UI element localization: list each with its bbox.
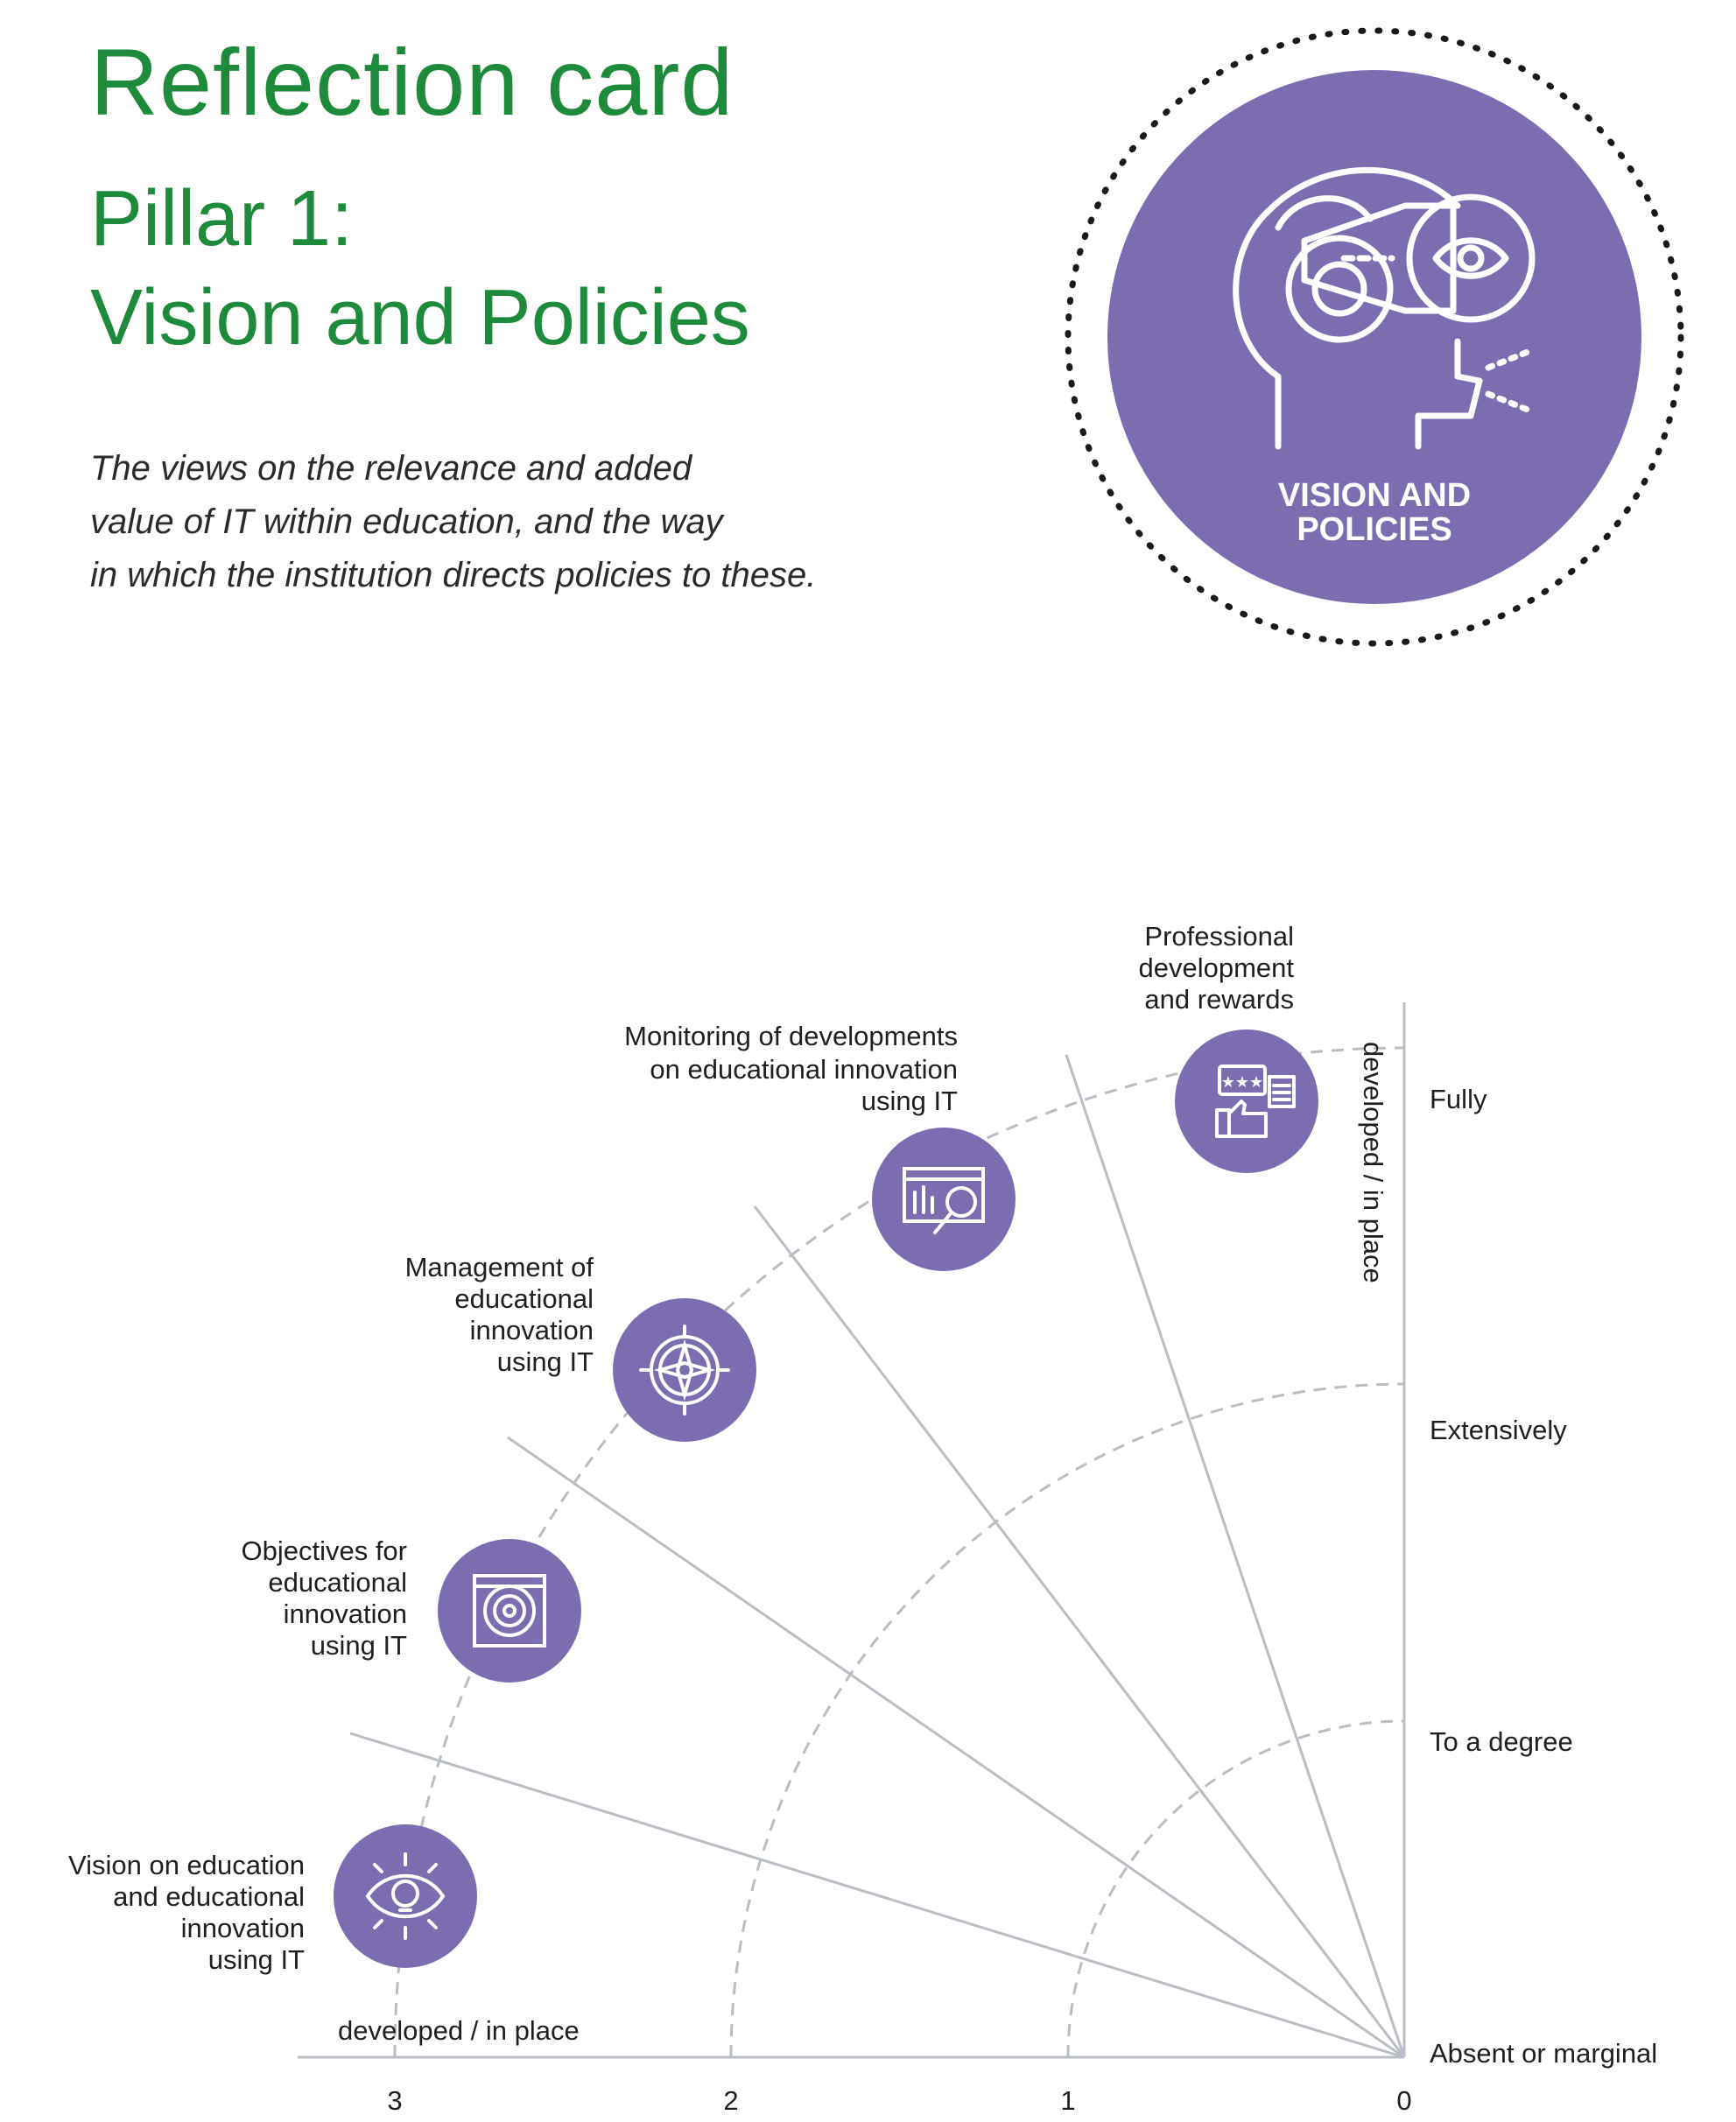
theme-circle: [613, 1298, 756, 1442]
level-label-fully: Fully: [1430, 1084, 1487, 1114]
theme-label-line: and rewards: [1144, 984, 1294, 1015]
intro-line: in which the institution directs policie…: [90, 556, 817, 594]
theme-label-line: using IT: [497, 1346, 594, 1377]
theme-management: Management of educational innovation usi…: [405, 1252, 756, 1442]
badge-label-line2: POLICIES: [1297, 511, 1451, 548]
theme-label-line: Professional: [1144, 921, 1294, 952]
thumbs-up-rating-icon: ★★★: [1215, 1065, 1296, 1138]
theme-label-line: educational: [454, 1283, 594, 1314]
theme-circle: [1175, 1029, 1318, 1173]
theme-label-line: innovation: [284, 1599, 407, 1629]
head-with-telescope-eye-icon: [1233, 166, 1536, 450]
x-tick-2: 2: [723, 2085, 738, 2116]
x-tick-3: 3: [387, 2085, 402, 2116]
intro-line: The views on the relevance and added: [90, 449, 692, 488]
theme-circle: [872, 1128, 1016, 1271]
sector-divider: [349, 1732, 1405, 2059]
theme-label-line: using IT: [311, 1630, 407, 1661]
sector-divider: [507, 1436, 1405, 2059]
theme-label-line: Management of: [405, 1252, 594, 1282]
intro-text: The views on the relevance and added val…: [90, 442, 816, 602]
badge-disc: [1107, 70, 1641, 604]
theme-circle: [438, 1539, 581, 1683]
card-title: Reflection card: [90, 29, 734, 135]
theme-objectives: Objectives for educational innovation us…: [241, 1535, 581, 1683]
sector-divider: [1065, 1054, 1406, 2058]
theme-professional-development: ★★★ Professional development and rewards: [1138, 921, 1318, 1173]
x-tick-1: 1: [1060, 2085, 1075, 2116]
badge-label-line1: VISION AND: [1278, 477, 1471, 514]
theme-label-line: on educational innovation: [650, 1054, 958, 1085]
intro-line: value of IT within education, and the wa…: [90, 502, 723, 541]
level-arc-2: [729, 1382, 1405, 2058]
pillar-number: Pillar 1:: [90, 175, 354, 263]
x-axis-title: developed / in place: [338, 2015, 580, 2046]
theme-label-line: and educational: [113, 1881, 305, 1912]
badge-dotted-ring: [1065, 27, 1684, 647]
theme-label-line: innovation: [470, 1315, 594, 1346]
theme-label-line: innovation: [181, 1913, 305, 1943]
sector-divider: [753, 1205, 1406, 2058]
svg-text:★★★: ★★★: [1221, 1073, 1263, 1091]
eye-lightbulb-icon: [365, 1852, 446, 1940]
level-label-extensively: Extensively: [1430, 1415, 1567, 1445]
magnifier-chart-icon: [903, 1167, 985, 1234]
theme-label-line: development: [1138, 952, 1294, 983]
theme-label-line: Objectives for: [241, 1535, 407, 1566]
theme-label-line: Vision on education: [68, 1850, 305, 1880]
level-label-absent: Absent or marginal: [1430, 2038, 1657, 2069]
pillar-name: Vision and Policies: [90, 274, 750, 362]
level-label-to-a-degree: To a degree: [1430, 1726, 1573, 1757]
theme-label-line: educational: [268, 1567, 407, 1598]
theme-circle: [334, 1824, 477, 1968]
vision-policies-badge: VISION AND POLICIES: [1065, 27, 1684, 647]
theme-vision: Vision on education and educational inno…: [68, 1824, 477, 1975]
level-arc-1: [1066, 1719, 1405, 2058]
theme-label-line: Monitoring of developments: [624, 1021, 958, 1051]
theme-label-line: using IT: [208, 1944, 305, 1975]
y-axis-title: developed / in place: [1358, 1042, 1388, 1283]
target-icon: [473, 1574, 546, 1648]
theme-label-line: using IT: [861, 1086, 958, 1116]
theme-monitoring: Monitoring of developments on educationa…: [624, 1021, 1016, 1271]
x-tick-0: 0: [1396, 2085, 1411, 2116]
compass-icon: [639, 1324, 730, 1416]
